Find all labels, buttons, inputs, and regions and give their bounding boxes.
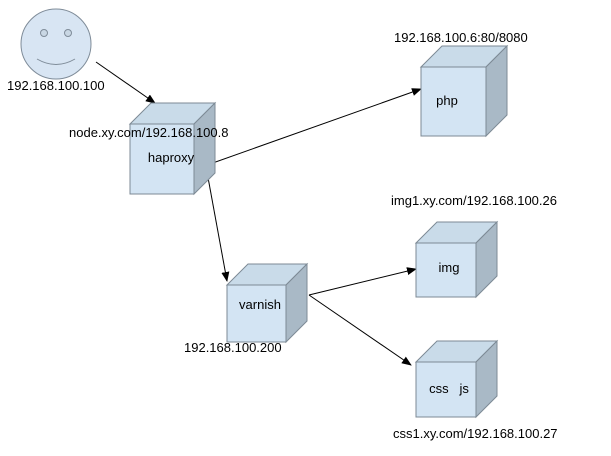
smiley-mouth: [36, 58, 76, 65]
haproxy-label: haproxy: [148, 150, 195, 165]
img-box-front: [415, 242, 477, 298]
php-box-front: [420, 66, 487, 137]
cssjs-address: css1.xy.com/192.168.100.27: [393, 426, 558, 441]
php-label: php: [436, 93, 458, 108]
arrow-varnish-to-img: [308, 267, 417, 296]
smiley-face-icon: [20, 8, 92, 80]
smiley-right-eye: [64, 29, 72, 37]
varnish-box: varnish: [225, 262, 309, 344]
php-box: php: [419, 44, 509, 138]
arrow-client-to-haproxy: [95, 61, 156, 104]
smiley-left-eye: [40, 29, 48, 37]
cssjs-box-front: [415, 361, 477, 418]
img-box: img: [414, 220, 499, 299]
arrow-varnish-to-cssjs: [308, 294, 412, 366]
arrow-haproxy-to-php: [192, 88, 422, 171]
php-address: 192.168.100.6:80/8080: [394, 30, 528, 45]
cssjs-box: css js: [414, 339, 499, 419]
haproxy-box-front: [129, 123, 195, 195]
varnish-label: varnish: [239, 297, 281, 312]
img-address: img1.xy.com/192.168.100.26: [391, 193, 557, 208]
haproxy-address: node.xy.com/192.168.100.8: [69, 125, 229, 140]
varnish-address: 192.168.100.200: [184, 340, 282, 355]
arrow-haproxy-to-varnish: [206, 171, 230, 282]
client-address: 192.168.100.100: [7, 78, 105, 93]
client-node: [20, 8, 92, 80]
varnish-box-front: [226, 284, 287, 343]
img-label: img: [439, 260, 460, 275]
haproxy-box: haproxy: [128, 101, 217, 196]
cssjs-label: css js: [429, 381, 469, 396]
